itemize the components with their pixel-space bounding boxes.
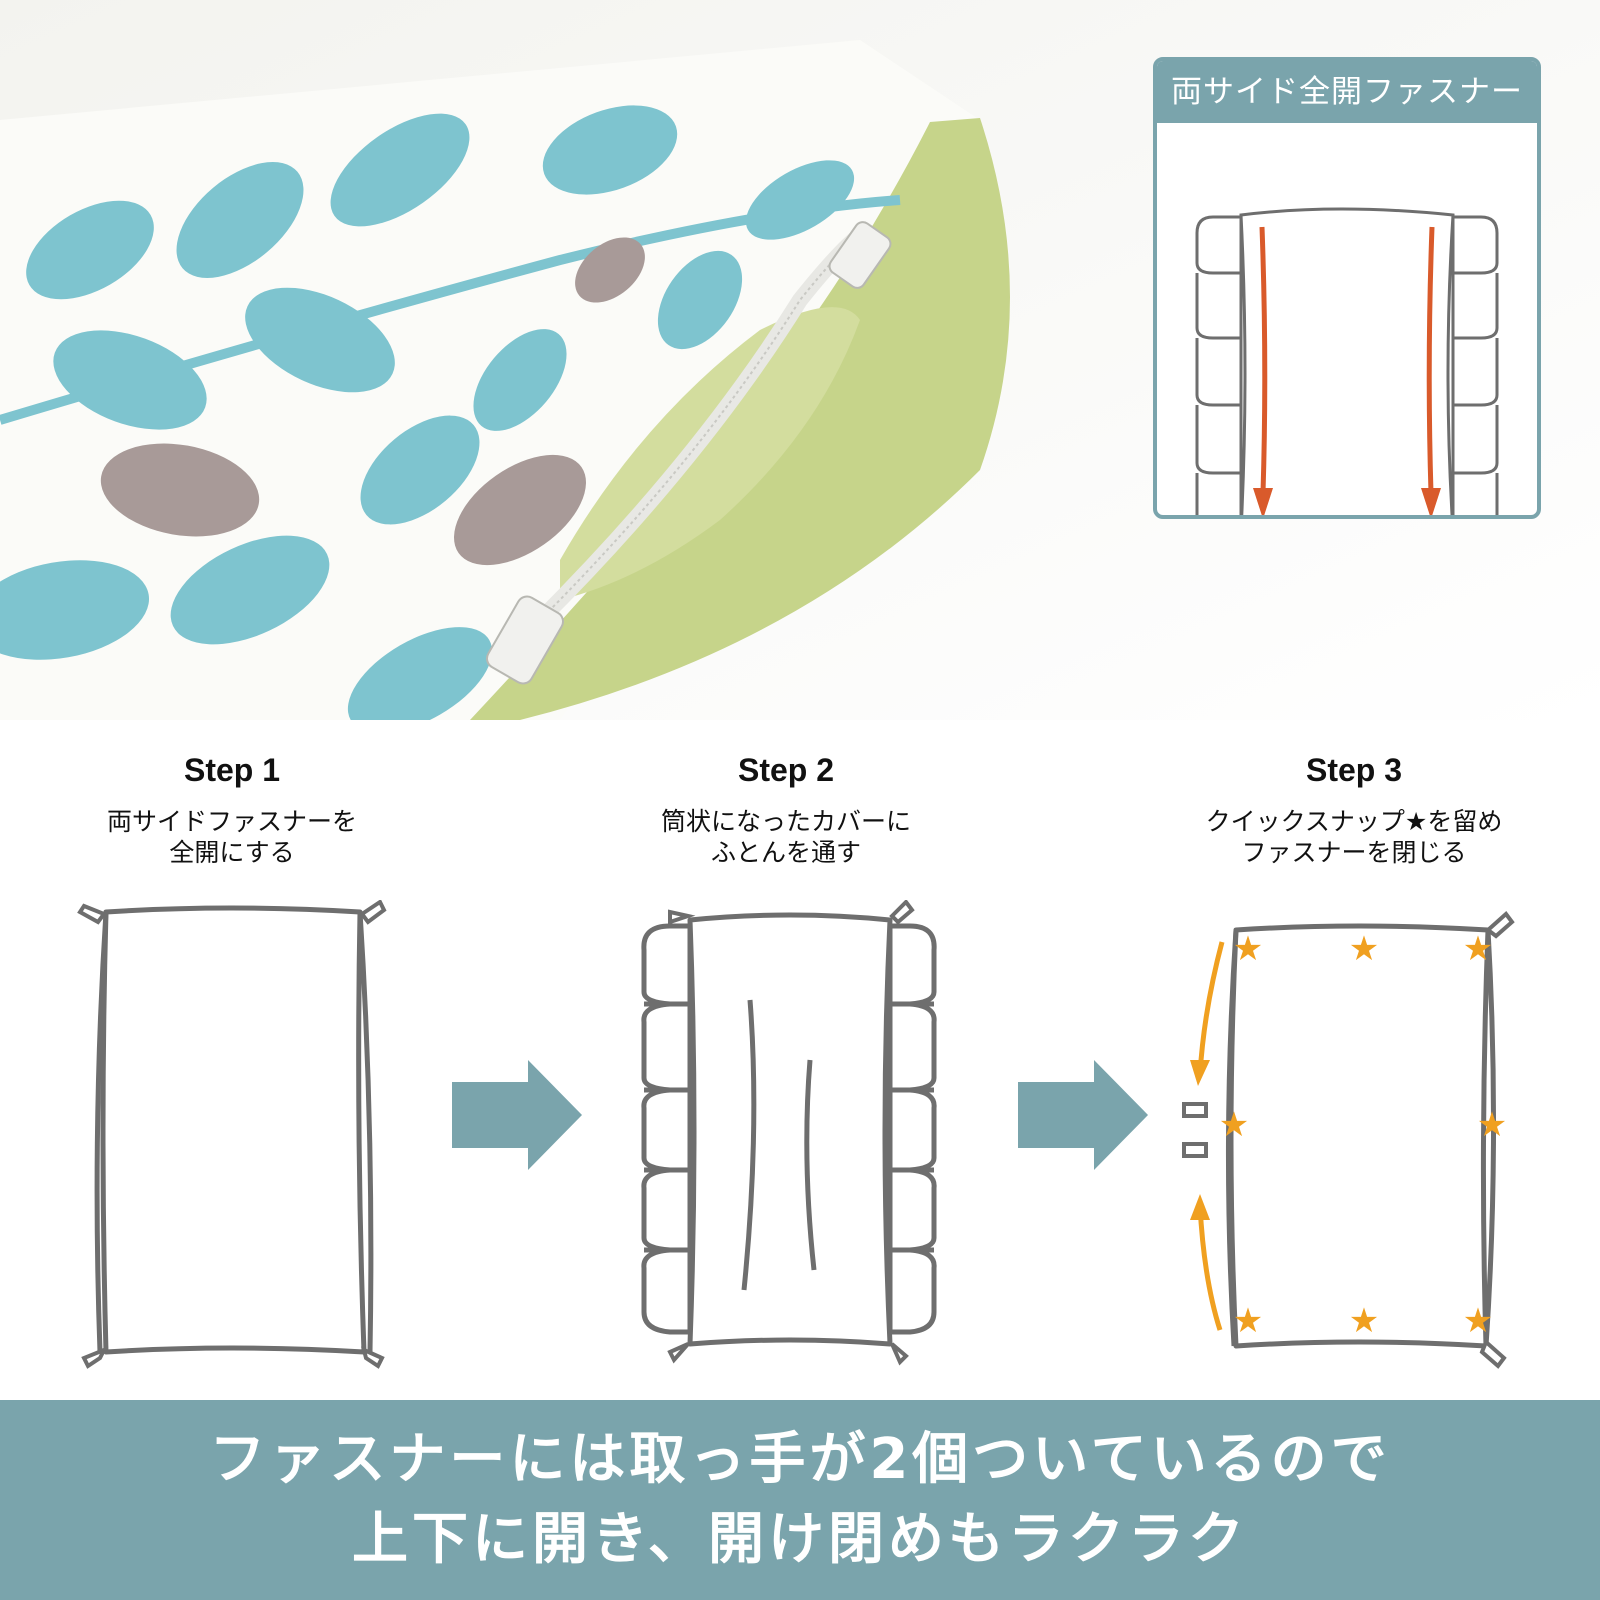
arrow-up-icon (1190, 1194, 1210, 1220)
star-icon: ★ (1477, 1105, 1507, 1145)
step-1: Step 1 両サイドファスナーを 全開にする (12, 750, 452, 868)
step-2-insert-futon-diagram (641, 900, 937, 1366)
star-icon: ★ (1463, 1301, 1493, 1341)
banner-line-2: 上下に開き、開け閉めもラクラク (351, 1507, 1249, 1572)
zipper-tab-icon (668, 909, 696, 925)
star-icon: ★ (1349, 1301, 1379, 1341)
arrow-down-icon (1190, 1060, 1210, 1086)
step-1-desc-line2: 全開にする (169, 838, 295, 867)
arrow-right-icon (1018, 1060, 1148, 1170)
zipper-tab-icon (1182, 1142, 1208, 1158)
star-icon: ★ (1233, 929, 1263, 969)
step-3-title: Step 3 (1305, 752, 1403, 788)
zipper-tab-icon (1484, 911, 1515, 939)
zipper-tab-icon (77, 903, 108, 925)
star-icon: ★ (1463, 929, 1493, 969)
step-1-title: Step 1 (183, 752, 281, 788)
step-3: Step 3 クイックスナップ★を留め ファスナーを閉じる (1134, 750, 1574, 868)
step-3-desc-line2: ファスナーを閉じる (1241, 838, 1467, 867)
zipper-tab-icon (889, 900, 915, 925)
step-3-desc-line1: クイックスナップ★を留め (1205, 807, 1503, 836)
arrow-down-icon (1253, 488, 1273, 515)
step-1-desc-line1: 両サイドファスナーを (106, 807, 357, 836)
banner-line-1: ファスナーには取っ手が2個ついているので (209, 1427, 1391, 1492)
zipper-tab-icon (359, 900, 387, 925)
step-2-description: 筒状になったカバーに ふとんを通す (566, 806, 1006, 868)
zipper-tab-icon (81, 1346, 109, 1369)
step-2: Step 2 筒状になったカバーに ふとんを通す (566, 750, 1006, 868)
step-3-description: クイックスナップ★を留め ファスナーを閉じる (1134, 806, 1574, 868)
step-3-close-zipper-diagram: ★ ★ ★ ★ ★ ★ ★ ★ (1182, 911, 1515, 1369)
star-icon: ★ (1233, 1301, 1263, 1341)
star-icon: ★ (1219, 1105, 1249, 1145)
arrow-right-icon (452, 1060, 582, 1170)
zipper-diagram-icon (1195, 207, 1499, 515)
step-1-description: 両サイドファスナーを 全開にする (12, 806, 452, 868)
zipper-tab-icon (667, 1342, 690, 1364)
bottom-banner: ファスナーには取っ手が2個ついているので 上下に開き、開け閉めもラクラク (0, 1400, 1600, 1600)
step-2-title: Step 2 (737, 752, 835, 788)
inset-title: 両サイド全開ファスナー (1157, 61, 1537, 123)
step-2-desc-line1: 筒状になったカバーに (660, 807, 911, 836)
zipper-tab-icon (890, 1342, 909, 1366)
zipper-tab-icon (361, 1346, 385, 1369)
star-icon: ★ (1349, 929, 1379, 969)
zipper-inset-panel: 両サイド全開ファスナー (1153, 57, 1541, 519)
zipper-tab-icon (1479, 1338, 1507, 1369)
zipper-tab-icon (1182, 1102, 1208, 1118)
step-1-open-cover-diagram (77, 900, 387, 1369)
step-2-desc-line2: ふとんを通す (710, 838, 861, 867)
arrow-down-icon (1421, 488, 1441, 515)
